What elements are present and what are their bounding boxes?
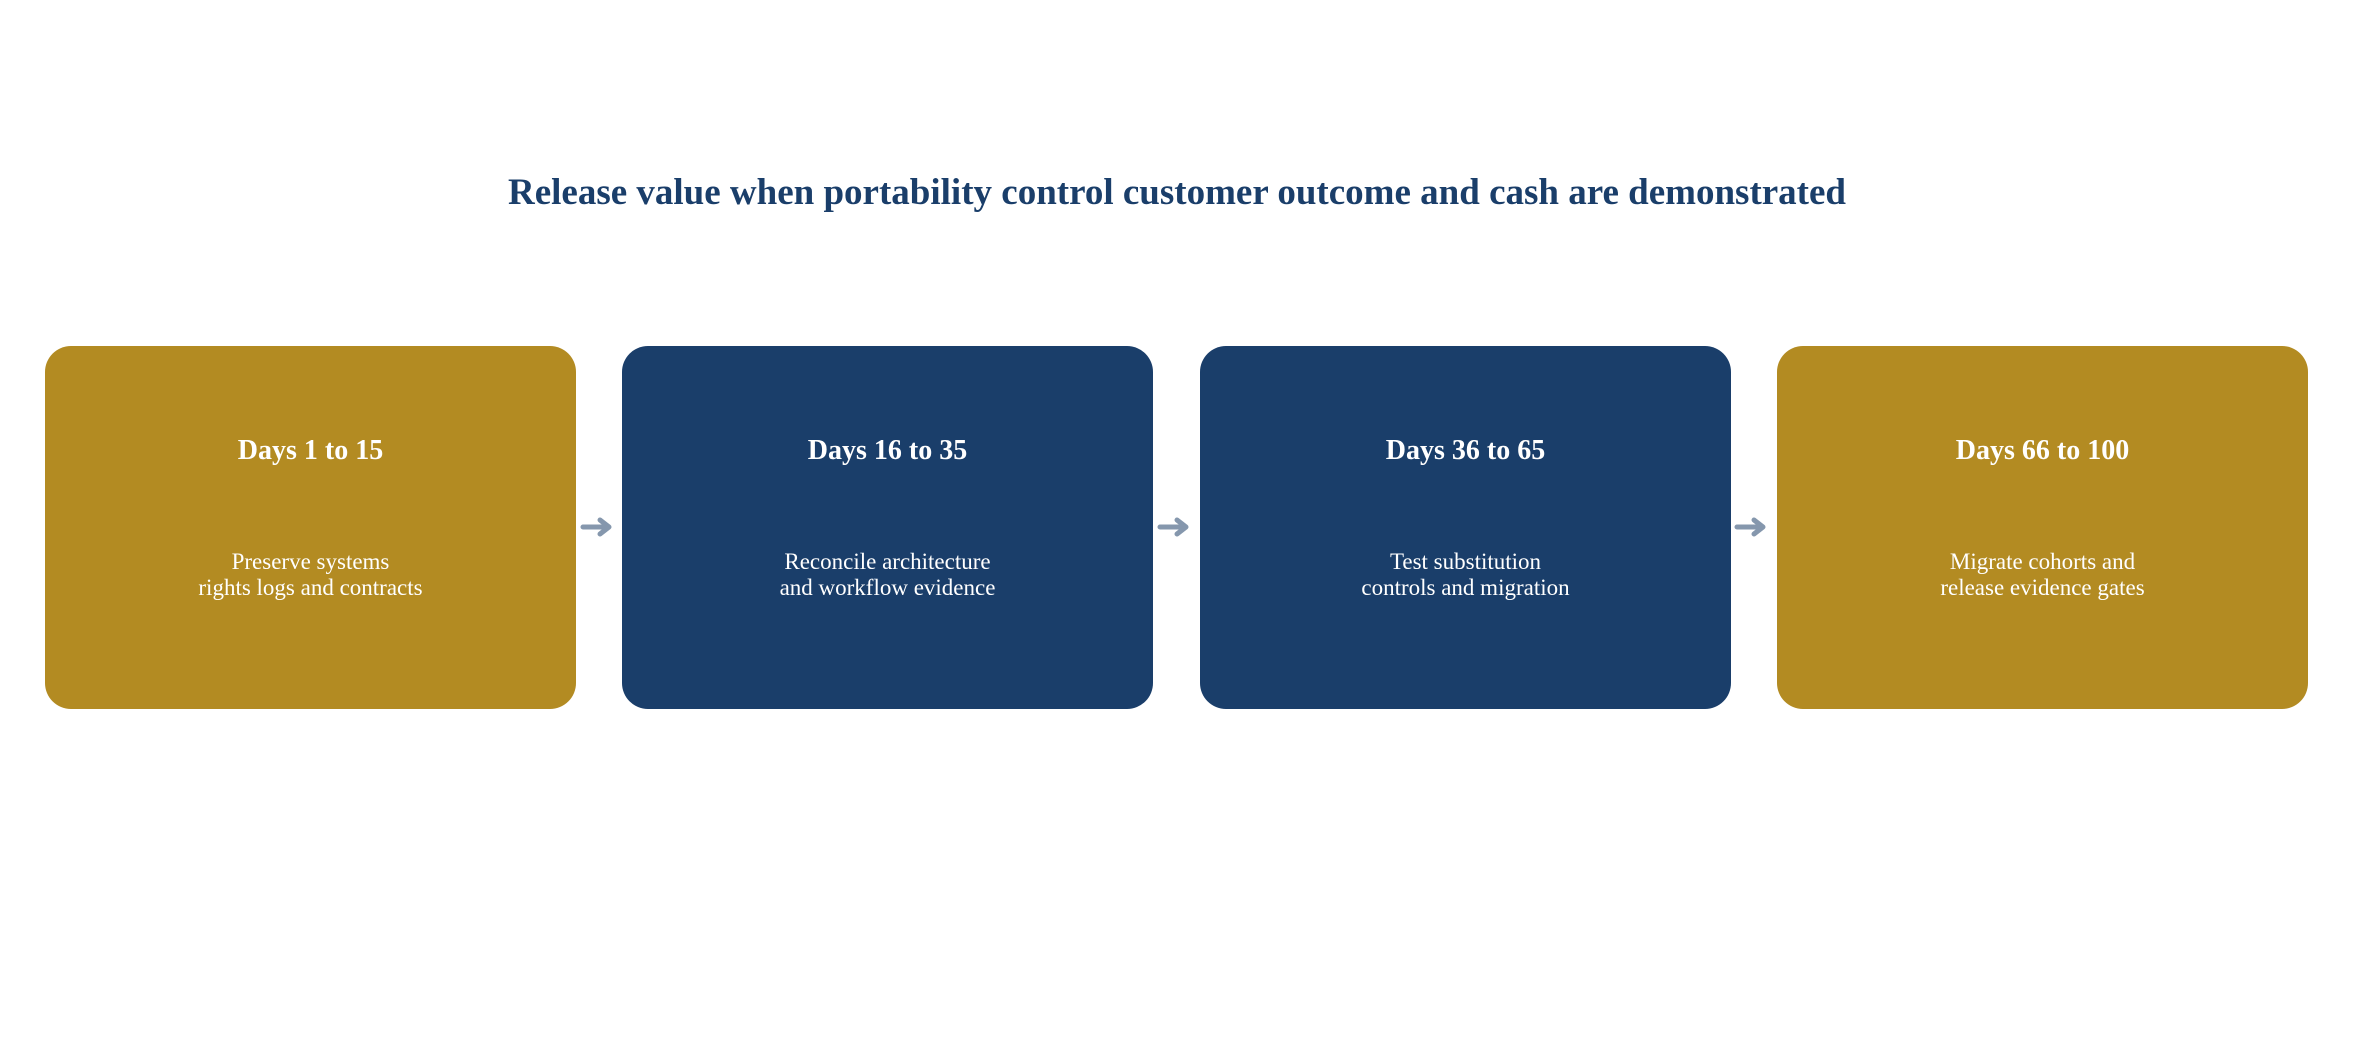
phase-heading: Days 16 to 35 [807,435,968,466]
phase-description-line: Test substitution [1389,549,1542,574]
phase-description-line: Reconcile architecture [784,549,991,574]
phase-description-line: Preserve systems [231,549,390,574]
right-arrow-path [580,517,612,537]
phase-description: Test substitution controls and migration [1200,549,1731,601]
page-title: Release value when portability control c… [507,172,1847,213]
right-arrow-icon [1157,517,1189,537]
phase-description-line: release evidence gates [1940,575,2145,600]
right-arrow-path [1157,517,1189,537]
right-arrow-path [1734,517,1766,537]
right-arrow-icon [1734,517,1766,537]
right-arrow-icon [580,517,612,537]
phase-heading: Days 66 to 100 [1955,435,2130,466]
phase-description-line: rights logs and contracts [198,575,423,600]
phase-box-1: Days 1 to 15 Preserve systems rights log… [45,346,576,709]
phase-heading: Days 1 to 15 [237,435,384,466]
phase-heading: Days 36 to 65 [1385,435,1546,466]
phase-description: Reconcile architecture and workflow evid… [622,549,1153,601]
phase-description: Preserve systems rights logs and contrac… [45,549,576,601]
phase-box-3: Days 36 to 65 Test substitution controls… [1200,346,1731,709]
phase-box-4: Days 66 to 100 Migrate cohorts and relea… [1777,346,2308,709]
phase-description-line: controls and migration [1361,575,1570,600]
phase-description: Migrate cohorts and release evidence gat… [1777,549,2308,601]
phase-description-line: and workflow evidence [779,575,996,600]
phase-description-line: Migrate cohorts and [1949,549,2136,574]
phase-box-2: Days 16 to 35 Reconcile architecture and… [622,346,1153,709]
